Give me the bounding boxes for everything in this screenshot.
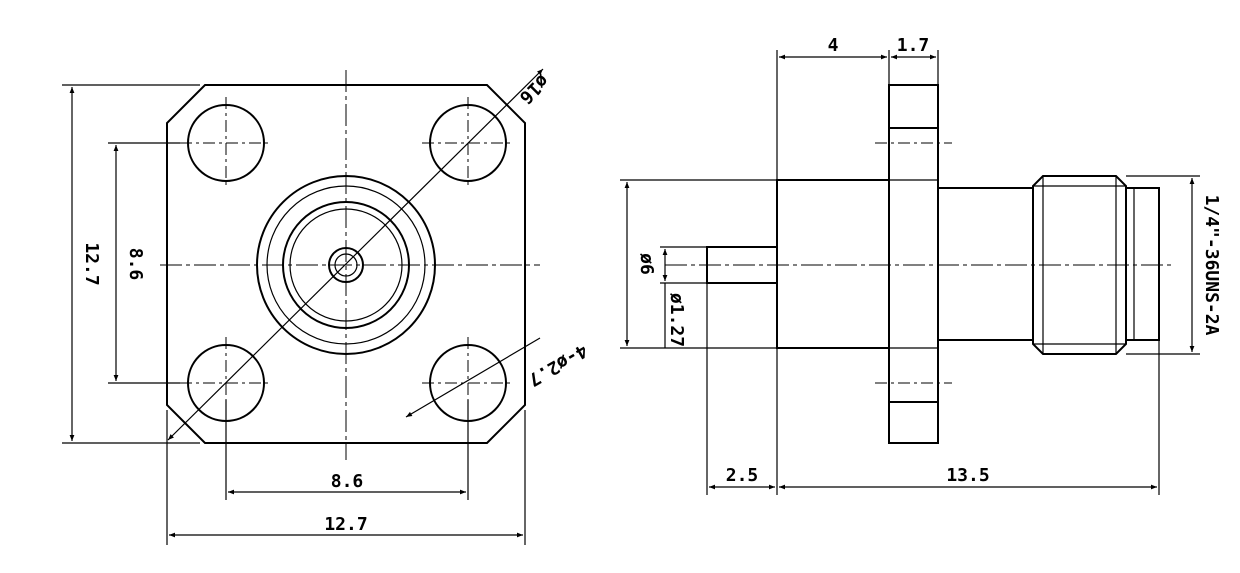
- dim-thread-label: 1/4"-36UNS-2A: [1201, 195, 1222, 336]
- dim-mount-holes-label: 4-ø2.7: [524, 339, 591, 390]
- pcd-diagonal-line: [167, 68, 544, 441]
- threaded-section: [1032, 175, 1127, 355]
- dim-pin-diameter-label: ø1.27: [666, 293, 687, 347]
- dim-total-length-label: 13.5: [946, 465, 989, 486]
- dim-height-holes-label: 8.6: [125, 248, 146, 281]
- dim-pin-length-label: 2.5: [726, 465, 759, 486]
- dim-pcd-label: ø16: [515, 70, 553, 108]
- dim-flange-thickness-label: 1.7: [897, 35, 930, 56]
- dim-width-holes-label: 8.6: [331, 471, 364, 492]
- dim-length-front-label: 4: [828, 35, 839, 56]
- front-tip: [1125, 187, 1160, 341]
- flange-side: [888, 84, 939, 444]
- mount-hole-leader: [405, 337, 541, 418]
- front-body: [937, 187, 1034, 341]
- rear-body: [776, 179, 890, 349]
- side-view: 4 1.7 ø6 ø1.27 2.5 13.5 1/4"-36UNS-2A: [620, 35, 1222, 495]
- dim-width-outer-label: 12.7: [324, 514, 367, 535]
- dim-body-diameter-label: ø6: [636, 253, 657, 275]
- front-view: ø16 4-ø2.7 12.7 8.6 8.6 12.7: [62, 68, 591, 545]
- dim-height-outer-label: 12.7: [81, 242, 102, 285]
